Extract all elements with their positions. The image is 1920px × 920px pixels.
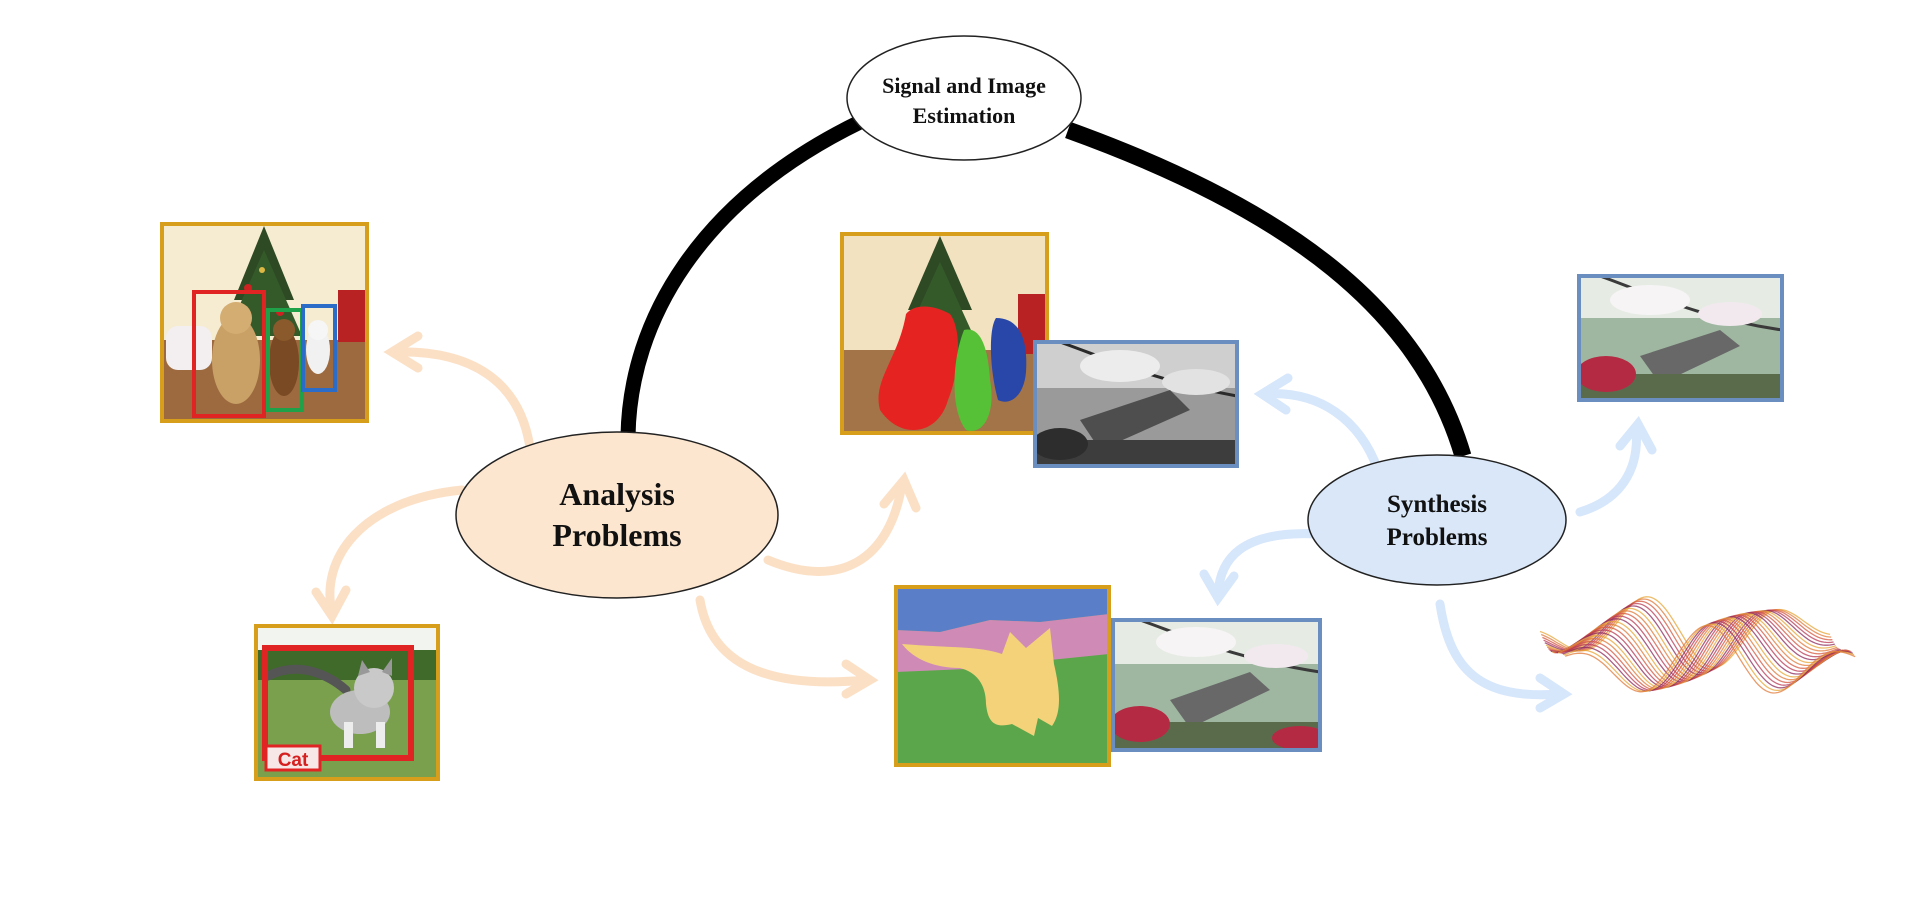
semantic-cat-shape [902, 628, 1059, 736]
waveform-line [1555, 615, 1846, 688]
arrow-to-generated [1575, 423, 1641, 517]
waveform-line [1553, 613, 1844, 686]
arrowhead-generated [1615, 415, 1657, 455]
classification-image: Cat [254, 624, 440, 781]
arrow-to-semantic [695, 595, 871, 687]
node-signal-estimation-shape [846, 35, 1082, 161]
segmentation-image [840, 232, 1049, 435]
node-analysis-line1: Analysis [559, 476, 675, 512]
arrowhead-detection [383, 331, 423, 373]
node-synthesis: Synthesis Problems [1307, 454, 1567, 586]
node-synthesis-line2: Problems [1387, 524, 1488, 551]
arrow-to-classification [325, 485, 467, 617]
node-signal-estimation: Signal and Image Estimation [846, 35, 1082, 161]
segment-mask-cat [990, 318, 1027, 402]
detection-box-dog [192, 290, 266, 418]
object-detection-image [160, 222, 369, 423]
arrow-to-waveform [1435, 599, 1565, 700]
waveform-line [1556, 616, 1847, 689]
waveform-image [1539, 596, 1856, 694]
arrowhead-semantic [841, 659, 879, 699]
connector-lines [620, 115, 1472, 459]
waveform-line [1539, 596, 1831, 669]
arrowhead-classification [311, 585, 351, 625]
classification-label: Cat [278, 750, 309, 771]
connector-top-to-synthesis [1065, 122, 1472, 459]
restored-color-image [1111, 618, 1322, 752]
generated-image [1577, 274, 1784, 402]
connector-top-to-analysis [620, 115, 864, 437]
arrow-to-detection [390, 347, 535, 453]
node-signal-estimation-line2: Estimation [913, 103, 1016, 128]
arrow-to-segmentation [763, 479, 907, 576]
grayscale-image [1033, 340, 1239, 468]
waveform-line [1564, 624, 1856, 694]
arrowhead-segmentation [879, 471, 921, 513]
classification-box [262, 645, 414, 761]
semantic-labels-image [894, 585, 1111, 767]
arrowhead-grayscale [1253, 373, 1293, 415]
detection-box-cat [301, 304, 337, 392]
waveform-line [1563, 623, 1855, 692]
analysis-arrows [311, 331, 921, 699]
node-synthesis-shape [1307, 454, 1567, 586]
node-synthesis-line1: Synthesis [1387, 491, 1487, 518]
synthesis-arrows [1199, 373, 1657, 713]
segment-mask-dog2 [954, 329, 992, 431]
waveform-line [1551, 612, 1843, 684]
node-analysis-line2: Problems [552, 517, 681, 553]
arrowhead-waveform [1535, 673, 1573, 713]
classification-label-bg [264, 744, 322, 772]
node-analysis-shape [455, 431, 779, 599]
arrow-to-restored [1213, 529, 1323, 599]
node-signal-estimation-line1: Signal and Image [882, 73, 1046, 98]
segment-mask-dog [878, 306, 959, 431]
node-analysis: Analysis Problems [455, 431, 779, 599]
arrowhead-restored [1199, 569, 1239, 607]
arrow-to-grayscale [1259, 389, 1383, 475]
waveform-line [1554, 614, 1845, 687]
